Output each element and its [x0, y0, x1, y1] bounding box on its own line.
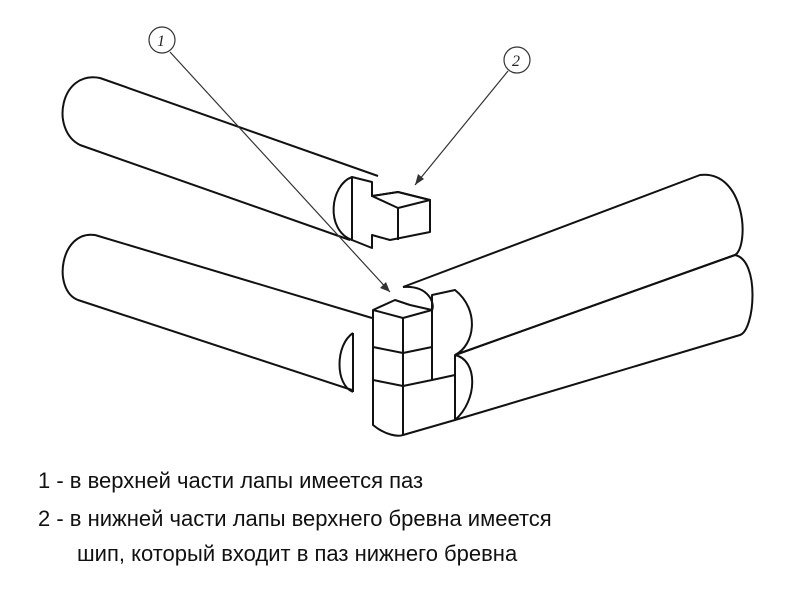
callout-2: 2 — [414, 46, 531, 186]
lower-left-log — [61, 233, 373, 393]
callout-1: 1 — [148, 26, 391, 293]
svg-text:1: 1 — [157, 33, 165, 50]
svg-text:2: 2 — [512, 53, 520, 70]
log-joint-drawing: 1 2 — [61, 26, 754, 437]
legend-line-3: шип, который входит в паз нижнего бревна — [77, 541, 518, 566]
legend-line-2: 2 - в нижней части лапы верхнего бревна … — [38, 506, 552, 531]
arrow-icon — [380, 282, 390, 292]
right-logs — [372, 173, 754, 437]
legend-line-1: 1 - в верхней части лапы имеется паз — [38, 468, 424, 493]
arrow-icon — [415, 174, 424, 185]
upper-left-log — [61, 76, 431, 249]
